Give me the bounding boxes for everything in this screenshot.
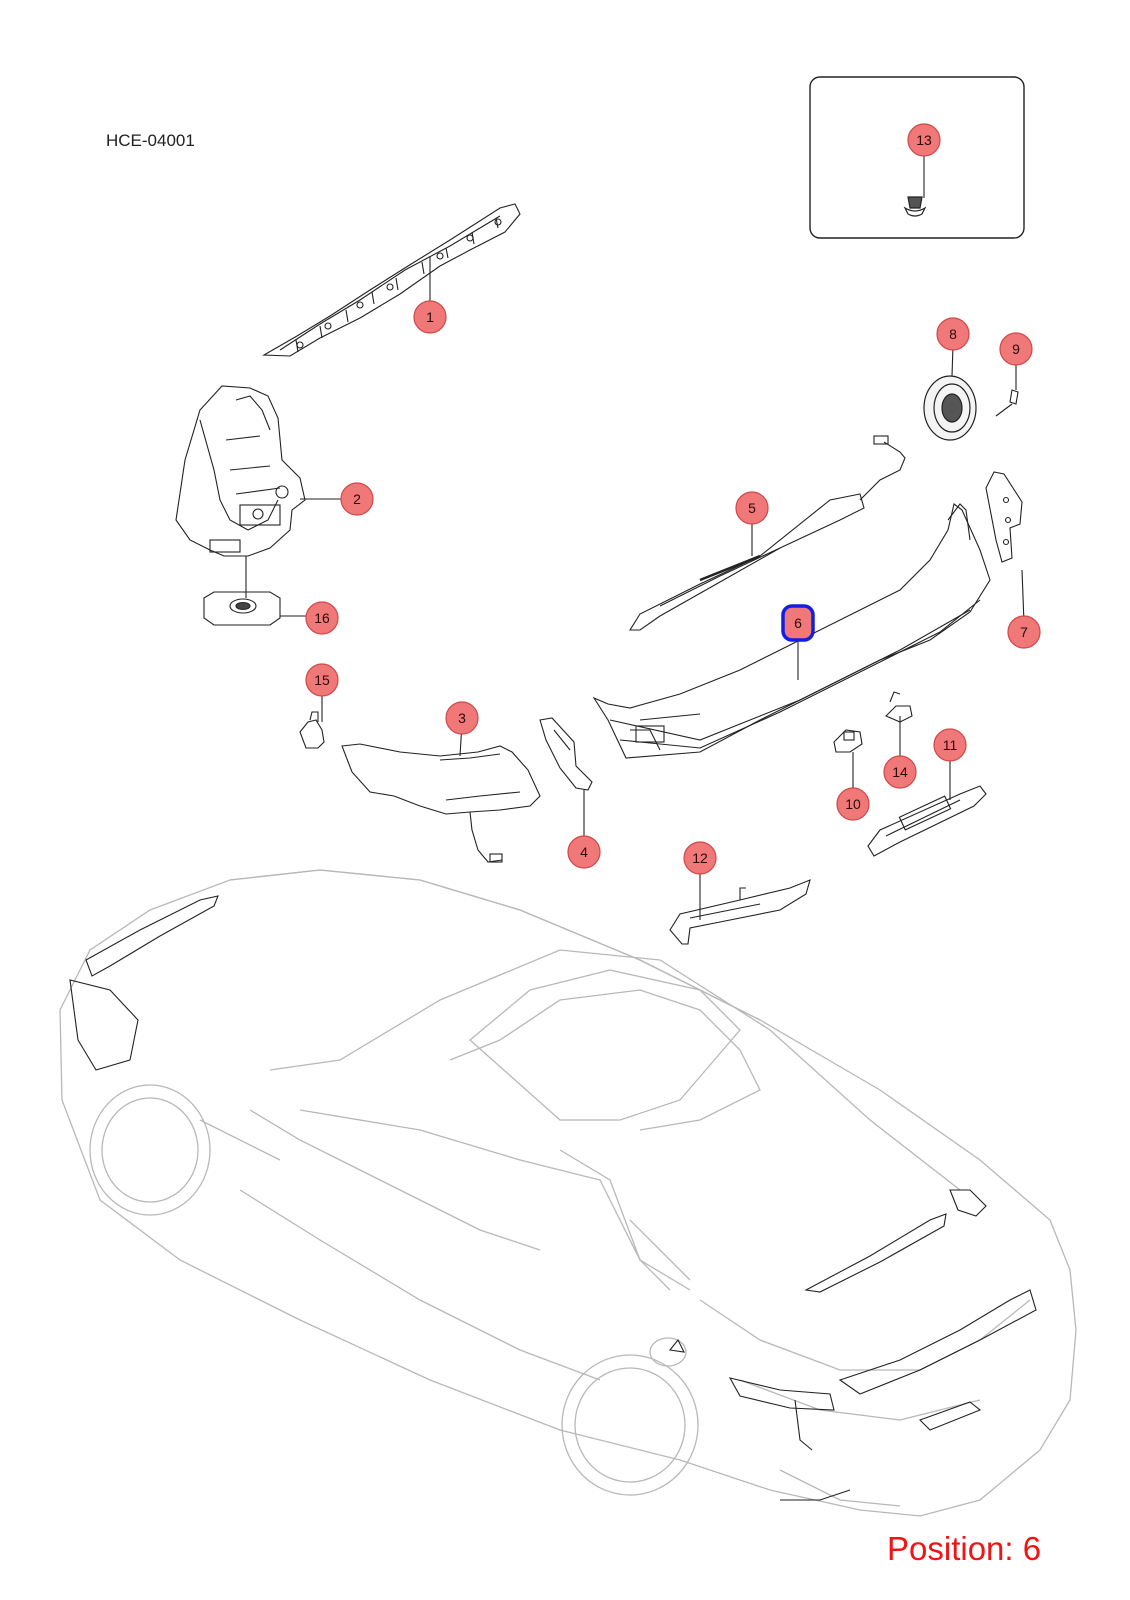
- callout-6-selected-marker: [781, 604, 815, 642]
- callout-10-label: 10: [845, 796, 861, 812]
- callout-2[interactable]: 2: [340, 482, 374, 516]
- vehicle-outline: [59, 869, 1077, 1517]
- part-13-clip-drawing: [903, 196, 927, 217]
- diagram-code: HCE-04001: [106, 131, 195, 150]
- callout-11-label: 11: [943, 737, 958, 753]
- callout-1[interactable]: 1: [413, 300, 447, 334]
- part-15-drawing: [299, 711, 325, 749]
- callout-10[interactable]: 10: [836, 787, 870, 821]
- part-11-drawing: [867, 785, 987, 857]
- part-10-drawing: [833, 729, 863, 753]
- callout-13-circle: [907, 123, 941, 157]
- part-3-drawing: [341, 743, 541, 863]
- part-6-drawing: [592, 503, 991, 759]
- callout-9-label: 9: [1012, 341, 1020, 357]
- callout-16[interactable]: 16: [305, 601, 339, 635]
- callout-10-circle: [836, 787, 870, 821]
- leader-lines: [280, 156, 1025, 920]
- part-4-drawing: [539, 717, 593, 791]
- callout-15-circle: [305, 663, 339, 697]
- part-9-drawing: [995, 389, 1019, 417]
- callout-7-circle: [1007, 615, 1041, 649]
- part-7-drawing: [985, 471, 1023, 563]
- callout-5-label: 5: [748, 500, 756, 516]
- part-5-drawing: [629, 435, 906, 631]
- callout-6[interactable]: 6: [781, 604, 815, 642]
- part-16-drawing: [203, 591, 281, 626]
- callout-8-circle: [936, 317, 970, 351]
- callout-11[interactable]: 11: [933, 728, 967, 762]
- part-14-drawing: [885, 691, 913, 723]
- callout-2-label: 2: [353, 491, 361, 507]
- callout-13[interactable]: 13: [907, 123, 941, 157]
- callout-4-circle: [567, 835, 601, 869]
- inset-box: [809, 76, 1025, 239]
- callout-9[interactable]: 9: [999, 332, 1033, 366]
- callout-14-label: 14: [892, 764, 908, 780]
- vehicle-parts-overlay: [69, 895, 1037, 1501]
- callout-2-circle: [340, 482, 374, 516]
- callout-13-label: 13: [916, 132, 932, 148]
- callout-3-label: 3: [458, 710, 466, 726]
- callout-9-circle: [999, 332, 1033, 366]
- callout-4[interactable]: 4: [567, 835, 601, 869]
- callout-16-circle: [305, 601, 339, 635]
- callout-8[interactable]: 8: [936, 317, 970, 351]
- callout-5[interactable]: 5: [735, 491, 769, 525]
- callout-12-circle: [683, 841, 717, 875]
- callout-8-label: 8: [949, 326, 957, 342]
- callout-6-label: 6: [794, 615, 802, 631]
- callout-7[interactable]: 7: [1007, 615, 1041, 649]
- callout-1-label: 1: [426, 309, 434, 325]
- callout-5-circle: [735, 491, 769, 525]
- part-12-drawing: [669, 879, 811, 945]
- callout-15-label: 15: [314, 672, 330, 688]
- callout-16-label: 16: [314, 610, 330, 626]
- callout-15[interactable]: 15: [305, 663, 339, 697]
- callout-12[interactable]: 12: [683, 841, 717, 875]
- callout-3-circle: [445, 701, 479, 735]
- callout-1-circle: [413, 300, 447, 334]
- callout-3[interactable]: 3: [445, 701, 479, 735]
- callout-4-label: 4: [580, 844, 588, 860]
- callout-12-label: 12: [692, 850, 708, 866]
- position-readout: Position: 6: [887, 1530, 1042, 1567]
- part-2-drawing: [175, 385, 306, 557]
- callout-11-circle: [933, 728, 967, 762]
- part-8-drawing: [923, 375, 977, 441]
- callout-14[interactable]: 14: [883, 755, 917, 789]
- callout-7-label: 7: [1020, 624, 1028, 640]
- callout-14-circle: [883, 755, 917, 789]
- part-1-drawing: [262, 203, 521, 357]
